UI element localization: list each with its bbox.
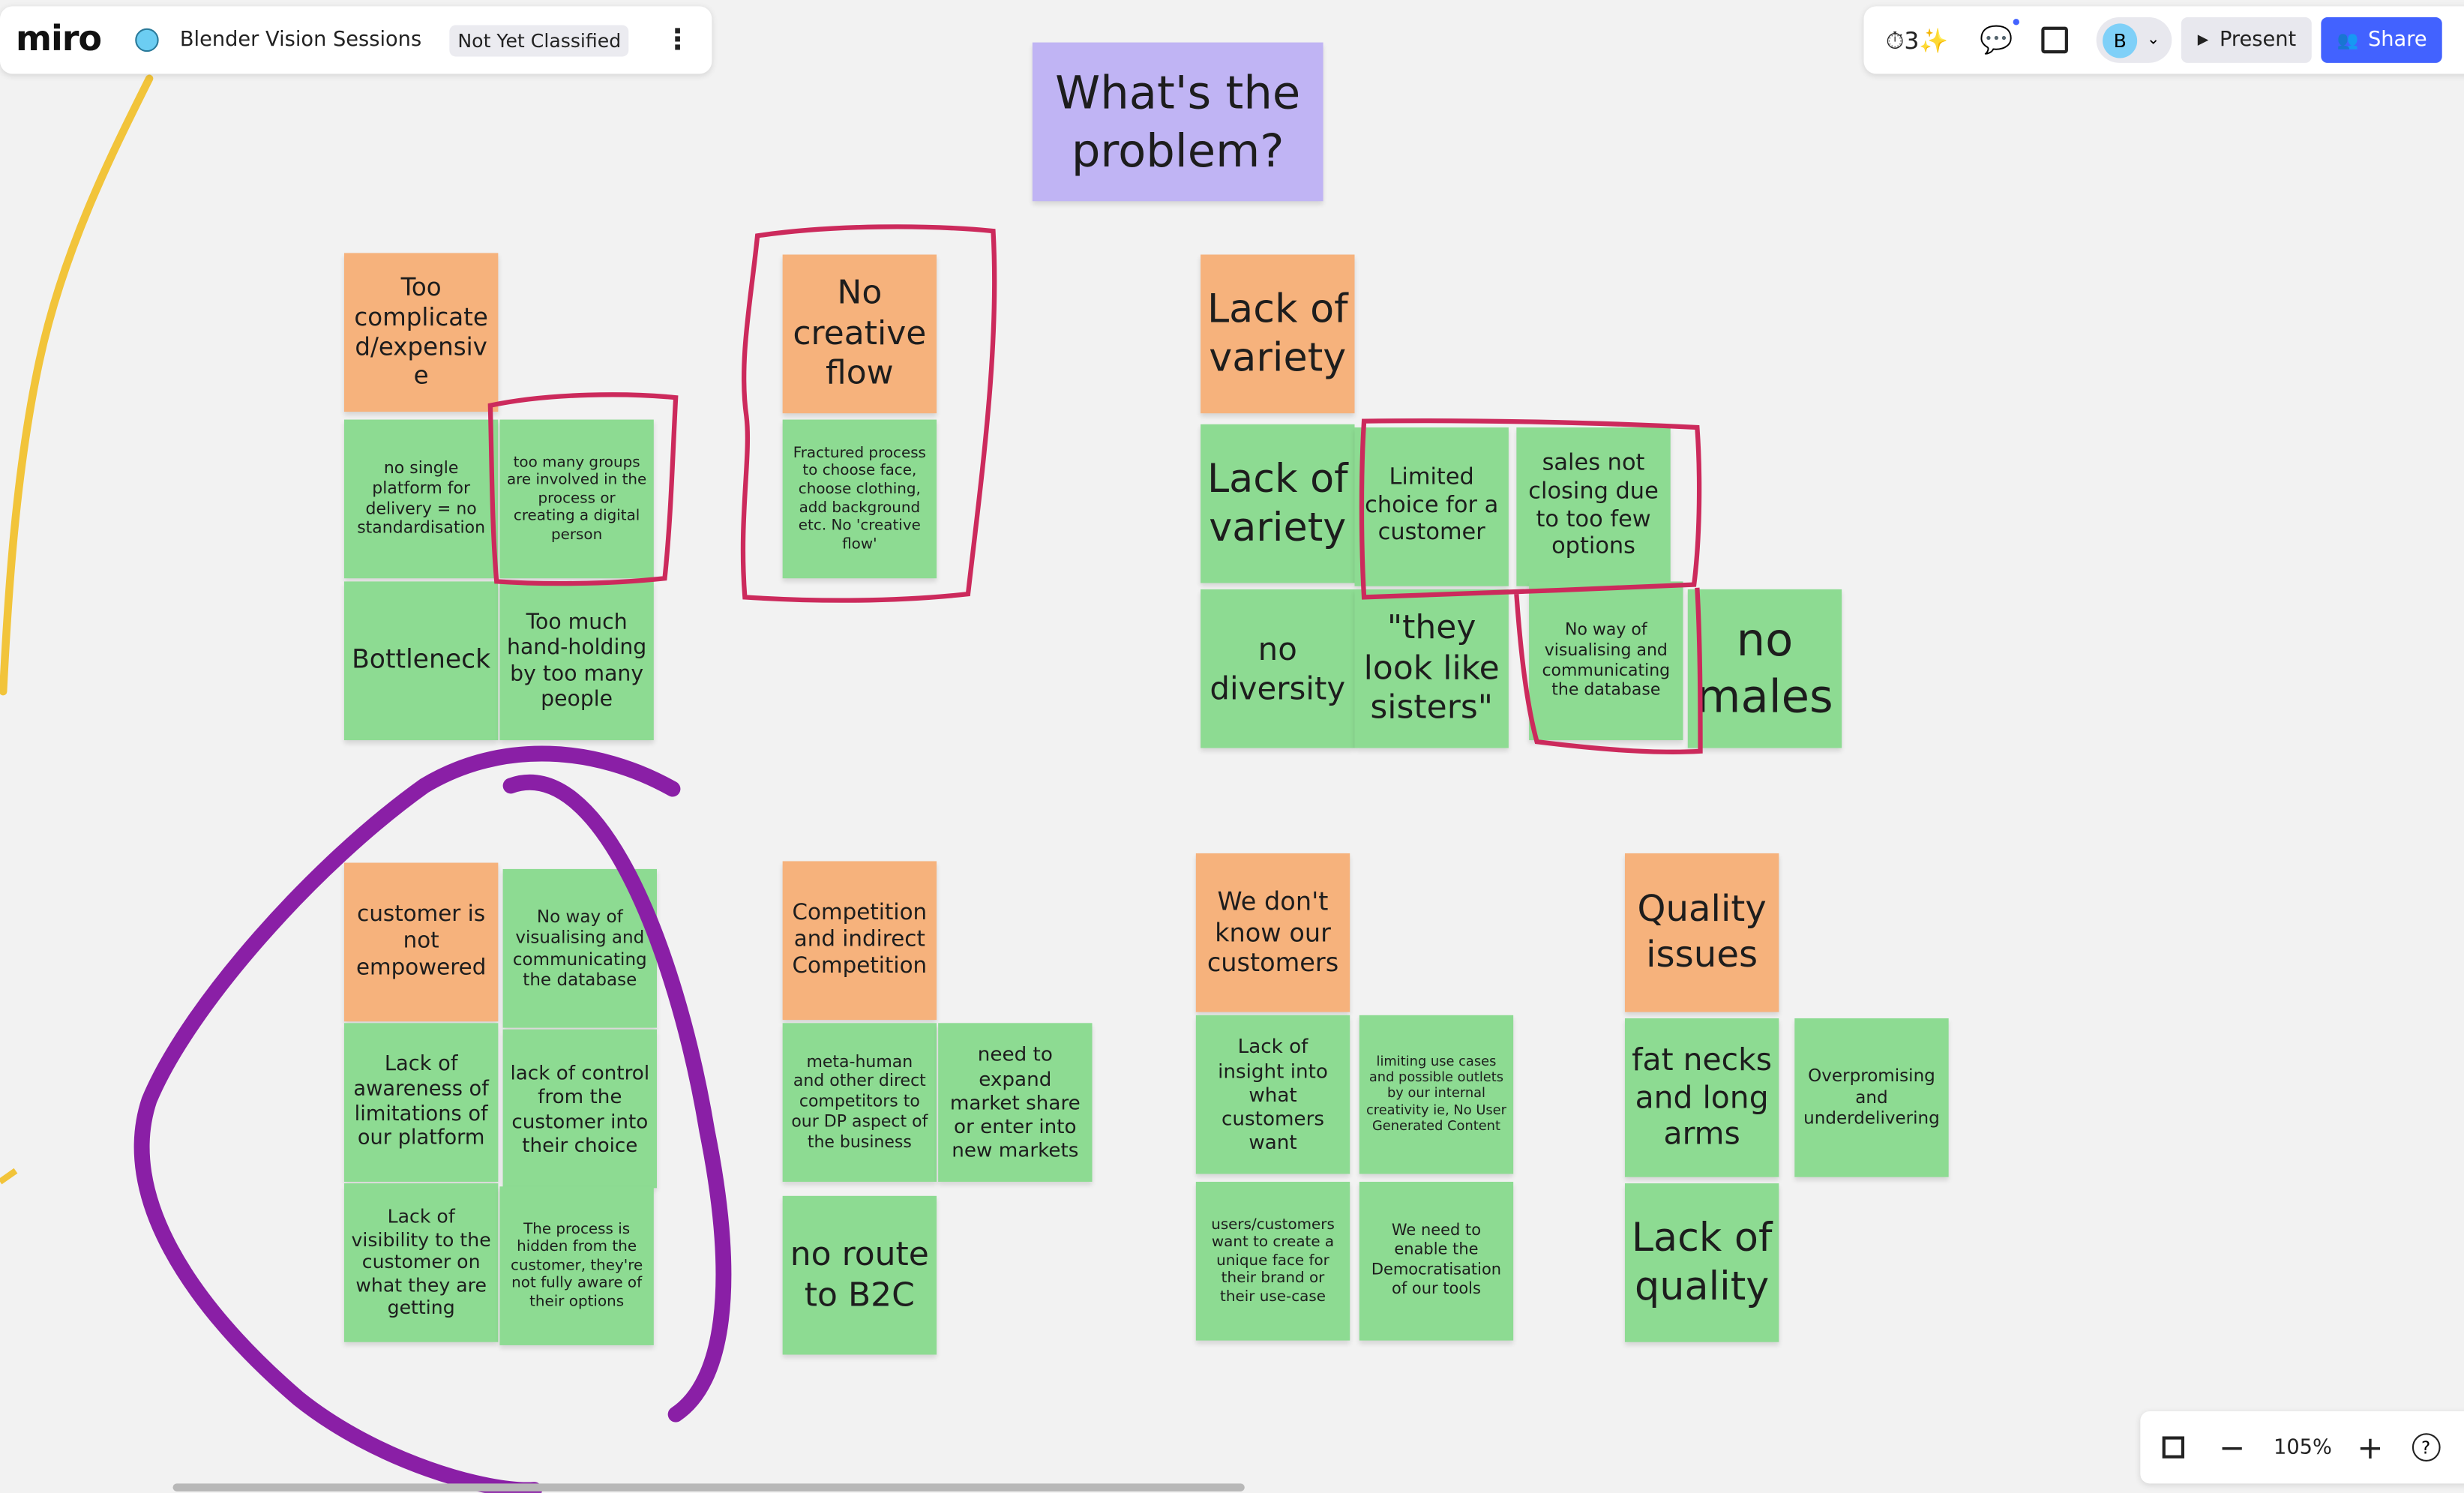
sticky-note[interactable]: The process is hidden from the customer,… xyxy=(499,1186,654,1345)
zoom-level[interactable]: 105% xyxy=(2273,1435,2332,1459)
sticky-note[interactable]: no males xyxy=(1687,589,1842,748)
collaboration-toolbar: ⏱3✨ 💬 B ⌄ ▶ Present 👥 Share xyxy=(1863,6,2464,74)
sticky-note[interactable]: Lack of variety xyxy=(1201,424,1355,583)
sticky-note[interactable]: Lack of awareness of limitations of our … xyxy=(343,1023,499,1182)
sticky-note[interactable]: lack of control from the customer into t… xyxy=(502,1029,658,1189)
sticky-note[interactable]: "they look like sisters" xyxy=(1354,589,1509,748)
video-icon[interactable] xyxy=(2041,26,2069,54)
sticky-note[interactable]: fat necks and long arms xyxy=(1624,1018,1779,1177)
sticky-note[interactable]: limiting use cases and possible outlets … xyxy=(1359,1015,1514,1174)
present-label: Present xyxy=(2219,28,2297,52)
title-sticky-note[interactable]: What's the problem? xyxy=(1032,42,1323,202)
sticky-note-heading[interactable]: No creative flow xyxy=(782,254,937,414)
play-icon: ▶ xyxy=(2197,31,2209,48)
present-button[interactable]: ▶ Present xyxy=(2181,17,2313,63)
share-button[interactable]: 👥 Share xyxy=(2321,17,2443,63)
sticky-note[interactable]: sales not closing due to too few options xyxy=(1516,427,1671,586)
fit-frame-icon[interactable] xyxy=(2162,1436,2185,1459)
sticky-note[interactable]: Too much hand-holding by too many people xyxy=(499,581,654,741)
zoom-in-button[interactable]: + xyxy=(2357,1428,2384,1467)
sticky-note-heading[interactable]: Quality issues xyxy=(1624,853,1779,1012)
sticky-note[interactable]: too many groups are involved in the proc… xyxy=(499,419,654,579)
sticky-note[interactable]: need to expand market share or enter int… xyxy=(938,1023,1093,1182)
sticky-note[interactable]: We need to enable the Democratisation of… xyxy=(1359,1181,1514,1341)
chevron-down-icon: ⌄ xyxy=(2146,31,2160,49)
sticky-note[interactable]: no route to B2C xyxy=(782,1195,937,1355)
sticky-note-heading[interactable]: Too complicate d/expensiv e xyxy=(343,253,499,412)
sticky-note[interactable]: Lack of insight into what customers want xyxy=(1195,1015,1350,1174)
board-title[interactable]: Blender Vision Sessions xyxy=(179,28,422,52)
sticky-note[interactable]: meta-human and other direct competitors … xyxy=(782,1023,937,1182)
classification-badge[interactable]: Not Yet Classified xyxy=(449,24,629,56)
zoom-controls: − 105% + ? xyxy=(2140,1411,2464,1484)
sticky-note[interactable]: Bottleneck xyxy=(343,581,499,741)
help-button[interactable]: ? xyxy=(2412,1433,2440,1462)
sticky-note[interactable]: No way of visualising and communicating … xyxy=(502,868,658,1028)
sticky-note-heading[interactable]: Lack of variety xyxy=(1201,254,1355,414)
avatar: B xyxy=(2103,22,2138,58)
users-icon: 👥 xyxy=(2337,29,2359,51)
more-menu-icon[interactable]: ⋮ xyxy=(663,23,692,57)
yellow-ink-tick xyxy=(0,1168,18,1185)
yellow-ink-stroke xyxy=(0,74,154,696)
sticky-note[interactable]: no diversity xyxy=(1201,589,1355,748)
board-header: miro Blender Vision Sessions Not Yet Cla… xyxy=(0,6,712,74)
sticky-note[interactable]: Limited choice for a customer xyxy=(1354,427,1509,586)
sticky-note-heading[interactable]: We don't know our customers xyxy=(1195,853,1350,1012)
sticky-note-heading[interactable]: Competition and indirect Competition xyxy=(782,861,937,1021)
zoom-out-button[interactable]: − xyxy=(2219,1428,2246,1467)
sticky-note[interactable]: No way of visualising and communicating … xyxy=(1529,581,1683,741)
horizontal-scrollbar[interactable] xyxy=(172,1483,1245,1492)
sticky-note-heading[interactable]: customer is not empowered xyxy=(343,862,499,1022)
miro-logo[interactable]: miro xyxy=(15,20,102,60)
sticky-note[interactable]: Lack of quality xyxy=(1624,1183,1779,1342)
sticky-note[interactable]: Fractured process to choose face, choose… xyxy=(782,419,937,579)
sticky-note[interactable]: users/customers want to create a unique … xyxy=(1195,1181,1350,1341)
comments-icon[interactable]: 💬 xyxy=(1980,18,2020,55)
share-label: Share xyxy=(2367,28,2427,52)
sticky-note[interactable]: Lack of visibility to the customer on wh… xyxy=(343,1183,499,1342)
sticky-note[interactable]: no single platform for delivery = no sta… xyxy=(343,419,499,579)
notification-dot xyxy=(2013,18,2020,25)
globe-icon xyxy=(136,28,160,52)
user-menu[interactable]: B ⌄ xyxy=(2096,17,2173,63)
sticky-note[interactable]: Overpromising and underdelivering xyxy=(1794,1018,1949,1177)
reactions-icon[interactable]: ⏱3✨ xyxy=(1885,25,1949,55)
